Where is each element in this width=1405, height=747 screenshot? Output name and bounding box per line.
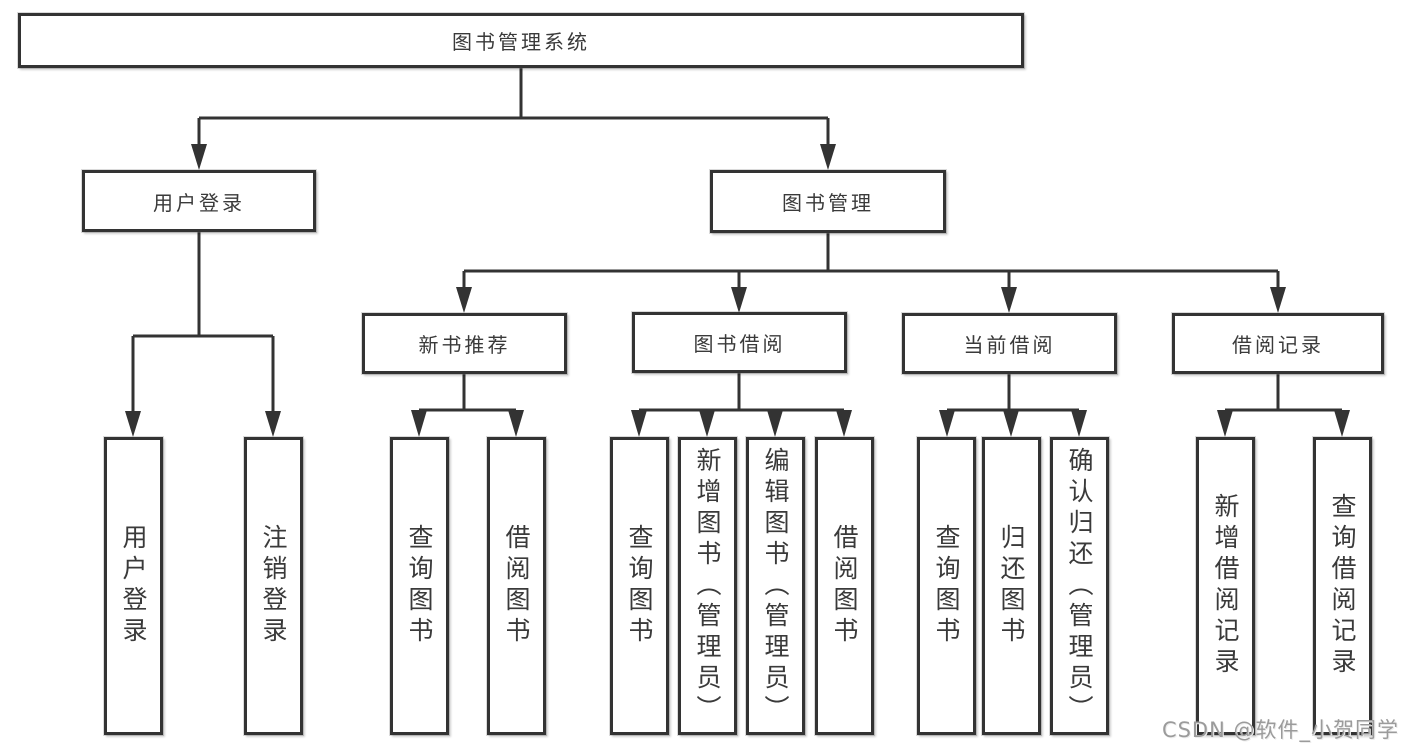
node-br-query-record-label: 查询借阅记录	[1328, 493, 1357, 679]
arrowhead	[939, 410, 955, 437]
arrowhead	[1001, 287, 1017, 313]
node-br-add-record: 新增借阅记录	[1196, 437, 1255, 735]
node-current-borrow-label: 当前借阅	[963, 333, 1056, 357]
node-bb-borrow-book-label: 借阅图书	[830, 524, 859, 648]
node-cb-return-book: 归还图书	[982, 437, 1041, 735]
node-root-label: 图书管理系统	[452, 30, 590, 54]
connector-book-management-children	[456, 233, 1286, 313]
node-bb-edit-book-label: 编辑图书（管理员）	[761, 446, 790, 726]
arrowhead	[125, 411, 141, 437]
node-user-login-label: 用户登录	[153, 190, 245, 215]
node-book-management: 图书管理	[710, 170, 946, 233]
node-leaf-user-login-label: 用户登录	[119, 524, 148, 648]
connector-new-book-recommend-children	[411, 374, 524, 437]
node-br-query-record: 查询借阅记录	[1313, 437, 1372, 735]
node-nb-borrow-book-label: 借阅图书	[502, 524, 531, 648]
node-cb-return-book-label: 归还图书	[997, 524, 1026, 648]
node-bb-query-book-label: 查询图书	[625, 524, 654, 648]
node-bb-add-book: 新增图书（管理员）	[678, 437, 737, 735]
arrowhead	[1217, 410, 1233, 437]
arrowhead	[699, 410, 715, 437]
connector-book-borrow-children	[631, 373, 852, 437]
arrowhead	[1071, 410, 1087, 437]
arrowhead	[1003, 410, 1019, 437]
arrowhead	[456, 287, 472, 313]
arrowhead	[411, 410, 427, 437]
arrowhead	[191, 144, 207, 170]
node-new-book-recommend: 新书推荐	[362, 313, 567, 374]
node-cb-confirm-return-label: 确认归还（管理员）	[1065, 446, 1094, 726]
arrowhead	[1270, 287, 1286, 313]
node-leaf-logout: 注销登录	[244, 437, 303, 735]
arrowhead	[820, 144, 836, 170]
arrowhead	[631, 410, 647, 437]
node-borrow-record-label: 借阅记录	[1232, 333, 1324, 357]
node-bb-borrow-book: 借阅图书	[815, 437, 874, 735]
node-nb-query-book-label: 查询图书	[405, 524, 434, 648]
node-book-borrow-label: 图书借阅	[693, 332, 786, 356]
connector-user-login-children	[125, 232, 281, 437]
node-book-management-label: 图书管理	[782, 191, 874, 215]
connector-root-to-level2	[191, 68, 836, 170]
arrowhead	[508, 410, 524, 437]
arrowhead	[265, 411, 281, 437]
csdn-watermark: CSDN @软件_小贺同学	[1161, 718, 1399, 742]
arrowhead	[731, 287, 747, 313]
node-cb-confirm-return: 确认归还（管理员）	[1050, 437, 1109, 735]
node-book-borrow: 图书借阅	[632, 312, 847, 373]
node-nb-borrow-book: 借阅图书	[487, 437, 546, 735]
node-current-borrow: 当前借阅	[902, 313, 1117, 374]
node-new-book-recommend-label: 新书推荐	[418, 333, 511, 357]
node-cb-query-book: 查询图书	[917, 437, 976, 735]
node-root: 图书管理系统	[18, 13, 1024, 68]
node-borrow-record: 借阅记录	[1172, 313, 1384, 374]
arrowhead	[836, 410, 852, 437]
connector-borrow-record-children	[1217, 374, 1350, 437]
node-br-add-record-label: 新增借阅记录	[1211, 493, 1240, 679]
node-bb-add-book-label: 新增图书（管理员）	[693, 446, 722, 726]
node-leaf-user-login: 用户登录	[104, 437, 163, 735]
node-user-login: 用户登录	[82, 170, 316, 232]
node-cb-query-book-label: 查询图书	[932, 524, 961, 648]
node-nb-query-book: 查询图书	[390, 437, 449, 735]
connector-current-borrow-children	[939, 374, 1087, 437]
arrowhead	[1334, 410, 1350, 437]
node-bb-query-book: 查询图书	[610, 437, 669, 735]
arrowhead	[767, 410, 783, 437]
node-bb-edit-book: 编辑图书（管理员）	[746, 437, 805, 735]
node-leaf-logout-label: 注销登录	[259, 524, 288, 648]
